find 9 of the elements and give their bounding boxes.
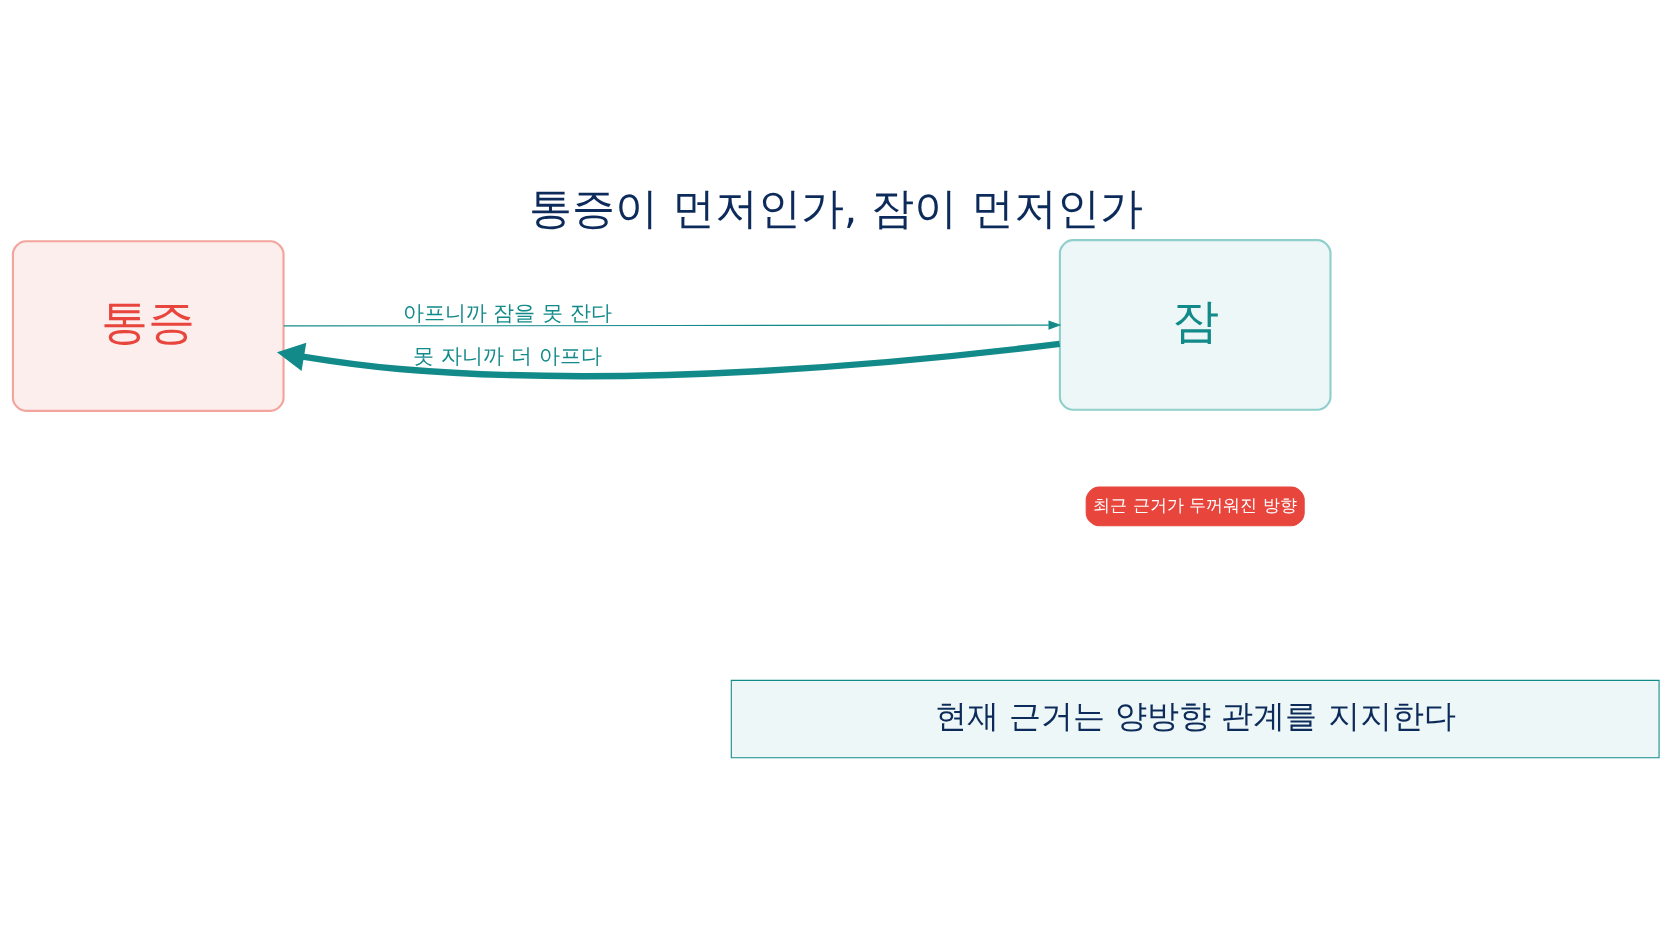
arrow xyxy=(283,320,1062,330)
caption: 현재 근거는 양방향 관계를 지지한다 xyxy=(934,696,1456,735)
node-box: 잠 xyxy=(1058,238,1332,411)
node-box: 통증 xyxy=(11,239,285,412)
edge-label: 아프니까 잠을 못 잔다 xyxy=(402,299,613,325)
label: 최근 근거가 두꺼워진 방향 xyxy=(1093,494,1297,515)
diagram-title: 통증이 먼저인가, 잠이 먼저인가 xyxy=(529,182,1143,233)
arrow xyxy=(276,340,1061,379)
edge-label: 못 자니까 더 아프다 xyxy=(413,342,602,368)
